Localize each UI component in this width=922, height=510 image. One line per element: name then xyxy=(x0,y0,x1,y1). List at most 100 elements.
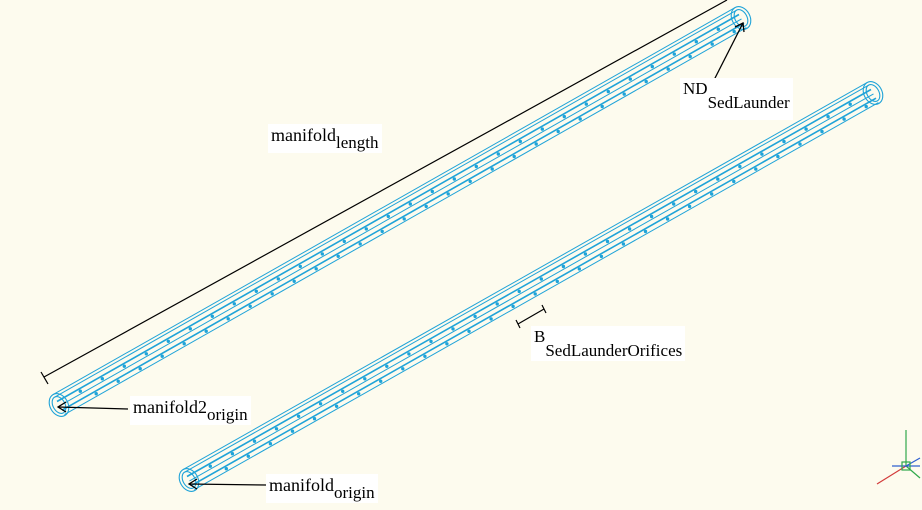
manifold-length-label: manifoldlength xyxy=(268,124,382,153)
orifice-dot xyxy=(166,339,170,343)
orifice-dot xyxy=(694,40,698,44)
orifice-dot xyxy=(672,52,676,56)
orifice-dot xyxy=(776,154,780,159)
orifice-dot xyxy=(468,179,472,184)
orifice-dot xyxy=(401,367,405,371)
orifice-dot xyxy=(94,392,98,396)
orifice-dot xyxy=(606,89,610,94)
orifice-dot xyxy=(540,127,544,131)
orifice-dot xyxy=(512,154,516,159)
orifice-dot xyxy=(385,364,389,368)
orifice-dot xyxy=(320,252,324,256)
orifice-dot xyxy=(710,192,714,196)
pipe-edge xyxy=(52,7,736,396)
orifice-dot xyxy=(423,354,427,358)
pipe-end-cap xyxy=(730,6,752,30)
orifice-dot xyxy=(782,139,786,144)
orifice-dot xyxy=(820,129,824,134)
orifice-dot xyxy=(672,202,676,206)
orifice-dot xyxy=(732,29,736,34)
orifice-dot xyxy=(490,167,494,171)
orifice-dot xyxy=(583,252,588,256)
orifice-dot xyxy=(380,229,384,234)
orifice-dot xyxy=(628,77,632,81)
orifice-dot xyxy=(160,354,164,358)
pipe-edge xyxy=(59,18,742,407)
orifice-dot xyxy=(842,117,846,121)
orifice-dot xyxy=(864,104,868,109)
orifice-dot xyxy=(122,364,127,368)
orifice-dot xyxy=(208,464,212,468)
b-sed-launder-orifices-label: BSedLaunderOrifices xyxy=(531,326,686,361)
orifice-dot xyxy=(116,379,120,383)
orifice-dot xyxy=(474,164,478,169)
orifice-dot xyxy=(224,467,228,471)
orifice-dot xyxy=(341,389,345,393)
orifice-dot xyxy=(408,202,412,206)
orifice-dot xyxy=(379,379,383,383)
orifice-dot xyxy=(738,164,742,169)
pipe-edge xyxy=(56,13,740,403)
orifice-dot xyxy=(517,289,521,294)
manifold-pipe xyxy=(178,81,884,492)
pipe-edge xyxy=(182,82,868,471)
orifice-dot xyxy=(467,329,471,333)
orifice-dot xyxy=(429,339,433,344)
pipe-edge xyxy=(191,97,877,486)
orifice-dot xyxy=(687,204,692,209)
orifice-dot xyxy=(716,27,720,31)
orifice-dot xyxy=(555,279,559,284)
orifice-dot xyxy=(798,142,802,146)
leader-nd-sed-launder xyxy=(711,22,745,85)
orifice-dot xyxy=(577,267,581,271)
orifice-spacing-dimension xyxy=(515,304,547,329)
orifice-dot xyxy=(100,377,105,381)
orifice-dot xyxy=(643,229,648,234)
orifice-dot xyxy=(358,242,362,246)
orifice-dot xyxy=(270,292,274,296)
pipe-edge xyxy=(184,84,869,473)
orifice-dot xyxy=(312,417,317,421)
pipe-end-cap xyxy=(862,81,884,105)
orifice-dot xyxy=(688,54,692,59)
orifice-dot xyxy=(78,389,83,393)
orifice-dot xyxy=(518,139,522,144)
orifice-dot xyxy=(584,102,588,106)
ucs-axes-icon xyxy=(876,430,921,485)
manifold2-pipe xyxy=(48,6,752,417)
pipe-end-cap xyxy=(48,393,70,417)
orifice-dot xyxy=(276,277,280,281)
pipe-edge xyxy=(189,93,874,482)
pipe-end-cap xyxy=(733,9,749,27)
leader-manifold2-origin xyxy=(56,401,129,413)
orifice-dot xyxy=(495,302,499,306)
pipe-end-cap xyxy=(865,84,881,102)
orifice-dot xyxy=(732,179,736,184)
orifice-dot xyxy=(226,317,230,321)
orifice-dot xyxy=(534,142,538,146)
orifice-dot xyxy=(296,414,301,418)
orifice-dot xyxy=(144,352,148,356)
orifice-dot xyxy=(402,217,406,221)
orifice-dot xyxy=(848,102,852,106)
orifice-dot xyxy=(562,114,566,119)
orifice-dot xyxy=(314,267,318,271)
pipe-edge xyxy=(194,102,879,491)
orifice-dot xyxy=(334,404,339,408)
orifice-dot xyxy=(298,264,302,269)
orifice-dot xyxy=(254,289,258,293)
orifice-dot xyxy=(445,342,449,346)
orifice-dot xyxy=(204,329,208,333)
orifice-dot xyxy=(533,292,537,296)
orifice-dot xyxy=(556,129,560,134)
orifice-dot xyxy=(336,254,340,258)
orifice-dot xyxy=(230,452,235,456)
pipe-edge xyxy=(64,27,747,416)
orifice-dot xyxy=(357,392,361,396)
orifice-dot xyxy=(644,79,648,84)
orifice-dot xyxy=(605,239,610,244)
orifice-dot xyxy=(292,279,296,283)
orifice-dot xyxy=(754,167,758,171)
